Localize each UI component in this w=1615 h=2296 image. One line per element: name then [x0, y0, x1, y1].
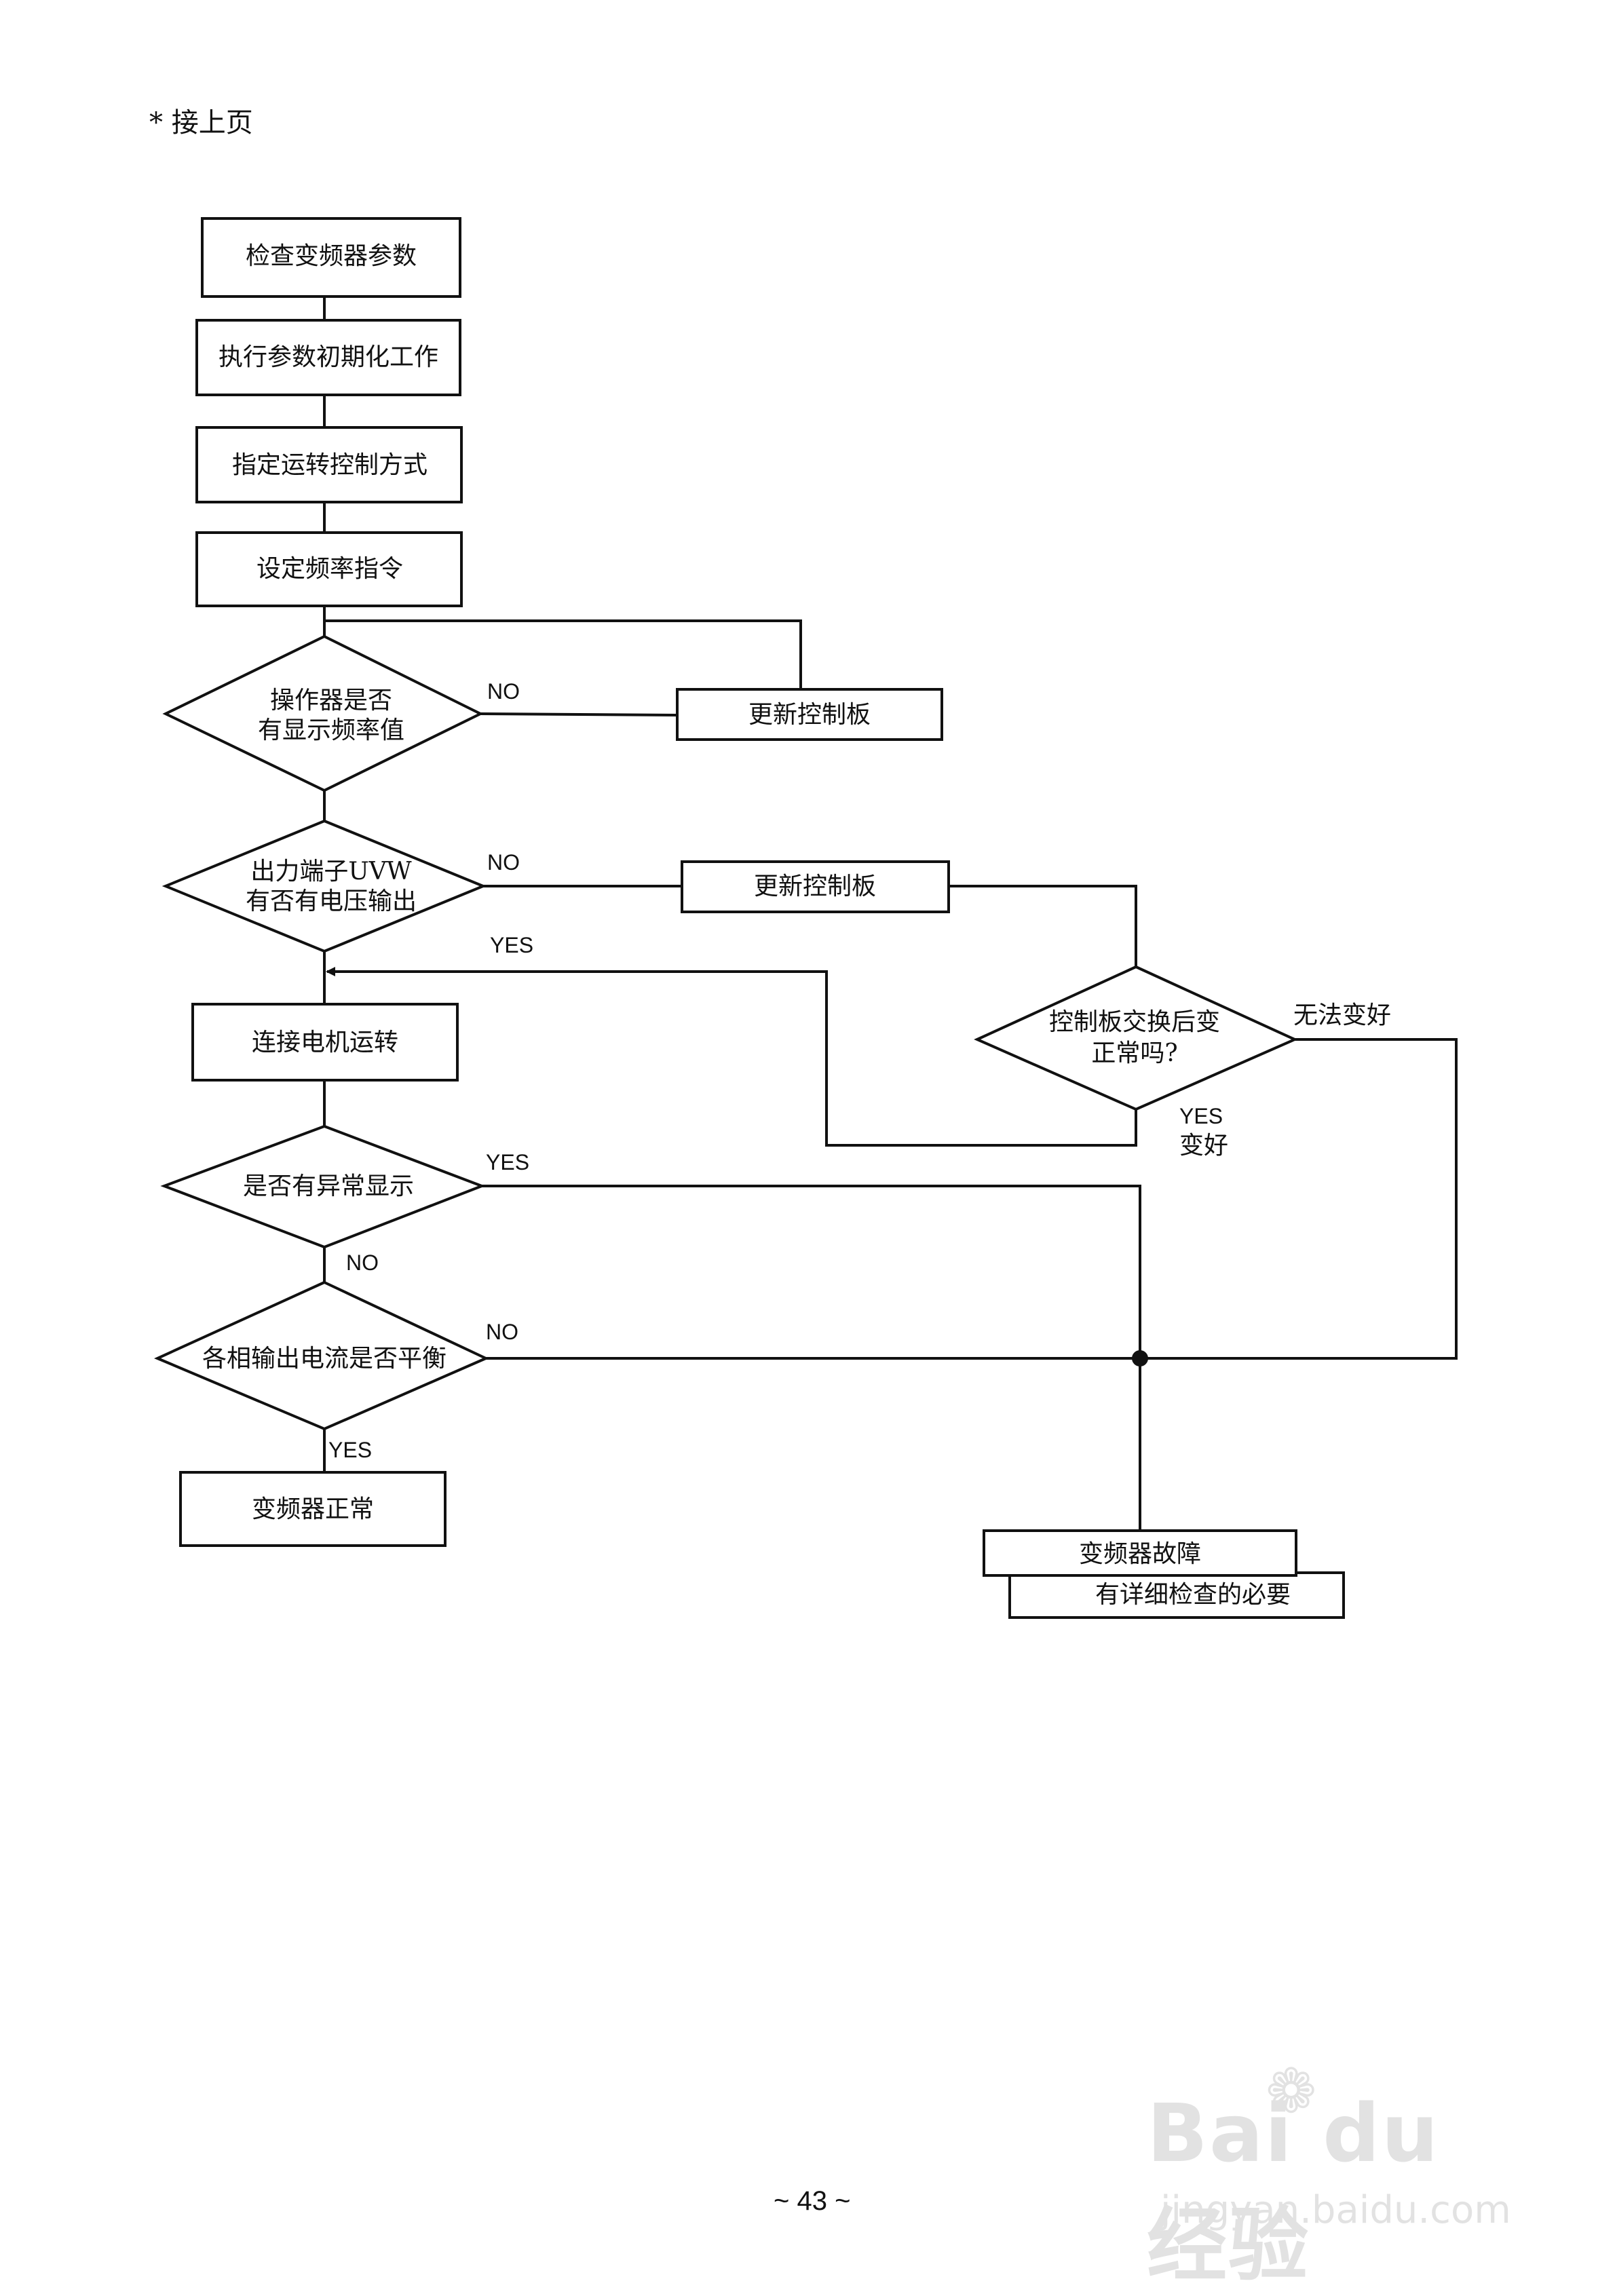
- box-detail: [1008, 1571, 1345, 1619]
- text-replace-board-1: 更新控制板: [748, 701, 871, 729]
- text-q-abnormal: 是否有异常显示: [243, 1172, 414, 1200]
- label-no-4: NO: [486, 1320, 518, 1344]
- connectors: [323, 296, 1458, 1571]
- box-run-mode: [195, 426, 463, 503]
- text-run-mode: 指定运转控制方式: [232, 451, 428, 479]
- text-set-freq: 设定频率指令: [256, 555, 403, 583]
- label-yes-fix-1: YES: [1179, 1104, 1223, 1128]
- box-check-params: [201, 217, 461, 298]
- text-q-balance: 各相输出电流是否平衡: [202, 1345, 446, 1373]
- junction-dot: [1132, 1350, 1148, 1366]
- box-normal: [179, 1471, 446, 1547]
- box-init-params: [195, 319, 461, 396]
- text-replace-board-2: 更新控制板: [754, 873, 876, 900]
- text-q-display-l1: 操作器是否: [270, 687, 392, 714]
- decision-uvw: [162, 819, 487, 953]
- label-no-3: NO: [346, 1250, 379, 1275]
- watermark-url: jingyan.baidu.com: [1160, 2188, 1511, 2232]
- decision-display: [162, 634, 484, 792]
- text-q-uvw-l1: 出力端子UVW: [250, 858, 411, 885]
- not-fixed-path: [1140, 1038, 1458, 1360]
- decision-board-fixed: [974, 965, 1298, 1111]
- text-init-params: 执行参数初期化工作: [218, 343, 438, 371]
- text-detail: 有详细检查的必要: [1095, 1581, 1291, 1609]
- text-check-params: 检查变频器参数: [246, 242, 417, 270]
- box-connect-motor: [191, 1003, 459, 1082]
- label-yes-3: YES: [328, 1438, 372, 1462]
- label-no-fix: 无法变好: [1293, 1001, 1391, 1029]
- text-q-board-l2: 正常吗?: [1091, 1039, 1177, 1067]
- box-set-freq: [195, 531, 463, 607]
- yes-abnormal-path: [482, 1185, 1141, 1571]
- label-no-2: NO: [487, 850, 520, 875]
- decision-abnormal: [160, 1124, 486, 1249]
- label-no-1: NO: [487, 679, 520, 704]
- return-loop-1: [324, 619, 802, 691]
- label-yes-fix-2: 变好: [1179, 1132, 1228, 1160]
- page-header: * 接上页: [149, 107, 253, 138]
- board-to-question: [949, 885, 1137, 967]
- text-q-uvw-l2: 有否有电压输出: [246, 887, 417, 915]
- text-normal: 变频器正常: [252, 1495, 374, 1523]
- label-yes-2: YES: [486, 1150, 529, 1174]
- label-yes-1: YES: [490, 933, 533, 957]
- yes-fixed-return: [326, 967, 1137, 1147]
- text-q-display-l2: 有显示频率值: [258, 716, 404, 744]
- page-number: ~ 43 ~: [774, 2186, 851, 2216]
- watermark: ❁ Bai du 经验 jingyan.baidu.com: [1147, 2056, 1547, 2292]
- decision-balance: [154, 1280, 489, 1431]
- paw-icon: ❁: [1266, 2056, 1317, 2127]
- box-replace-board-2: [681, 860, 950, 913]
- text-q-board-l1: 控制板交换后变: [1049, 1008, 1220, 1036]
- no-to-board-1: [480, 712, 678, 716]
- watermark-logo: Bai du 经验: [1147, 2086, 1440, 2292]
- box-replace-board-1: [676, 688, 943, 741]
- box-fault: [983, 1529, 1297, 1577]
- text-connect-motor: 连接电机运转: [252, 1029, 398, 1056]
- text-fault: 变频器故障: [1079, 1540, 1201, 1568]
